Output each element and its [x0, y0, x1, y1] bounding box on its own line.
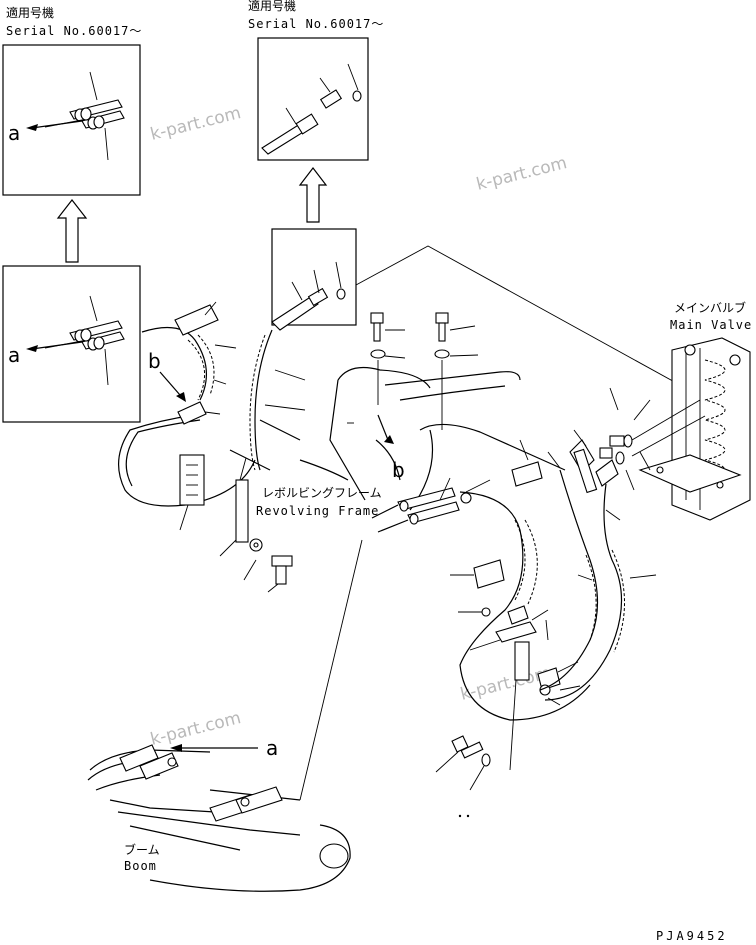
arrow-up-left	[56, 199, 88, 263]
main-valve-ja: メインバルブ	[674, 300, 746, 315]
watermark-3: k-part.com	[148, 708, 243, 750]
serial-left-en: Serial No.60017～	[6, 24, 142, 38]
bolts-center-top	[370, 312, 479, 430]
center-lower-hoses	[371, 439, 591, 771]
left-hose-assembly	[117, 301, 306, 593]
leader-line-boom	[299, 539, 363, 801]
main-valve-en: Main Valve	[670, 318, 752, 332]
watermark-2: k-part.com	[474, 153, 569, 195]
ref-b-arrow-left: b	[148, 349, 186, 402]
serial-right-ja: 適用号機	[248, 0, 296, 13]
serial-label-right: 適用号機 Serial No.60017～	[248, 0, 384, 31]
watermarks: k-part.com k-part.com k-part.com k-part.…	[148, 103, 569, 750]
boom: a ブーム Boom	[87, 736, 351, 892]
right-hoses	[539, 387, 706, 701]
drawing-code: PJA9452	[656, 929, 728, 943]
detail-box-top-right	[257, 37, 369, 161]
ref-a-top-left: a	[8, 121, 20, 145]
serial-right-en: Serial No.60017～	[248, 17, 384, 31]
ref-a-lower-left: a	[8, 343, 20, 367]
boom-ja: ブーム	[124, 842, 160, 857]
detail-box-lower-left: a	[2, 265, 141, 423]
main-valve: メインバルブ Main Valve	[638, 300, 752, 521]
ref-b-center: b	[392, 458, 405, 482]
revolving-frame-en: Revolving Frame	[256, 504, 379, 518]
watermark-1: k-part.com	[148, 103, 243, 145]
leader-line-main-valve	[355, 245, 681, 386]
detail-box-center	[271, 228, 357, 331]
revolving-frame-ja: レボルビングフレーム	[262, 486, 382, 500]
ref-b-arrow-center: b	[377, 414, 405, 482]
arrow-up-right	[298, 167, 328, 223]
serial-label-left: 適用号機 Serial No.60017～	[6, 5, 142, 38]
revolving-frame: レボルビングフレーム Revolving Frame	[229, 367, 566, 518]
ref-b-left: b	[148, 349, 161, 373]
serial-left-ja: 適用号機	[6, 5, 54, 20]
ref-a-boom: a	[266, 736, 278, 760]
bolt-bottom	[435, 735, 491, 818]
detail-box-top-left: a	[2, 44, 141, 196]
boom-en: Boom	[124, 859, 157, 873]
